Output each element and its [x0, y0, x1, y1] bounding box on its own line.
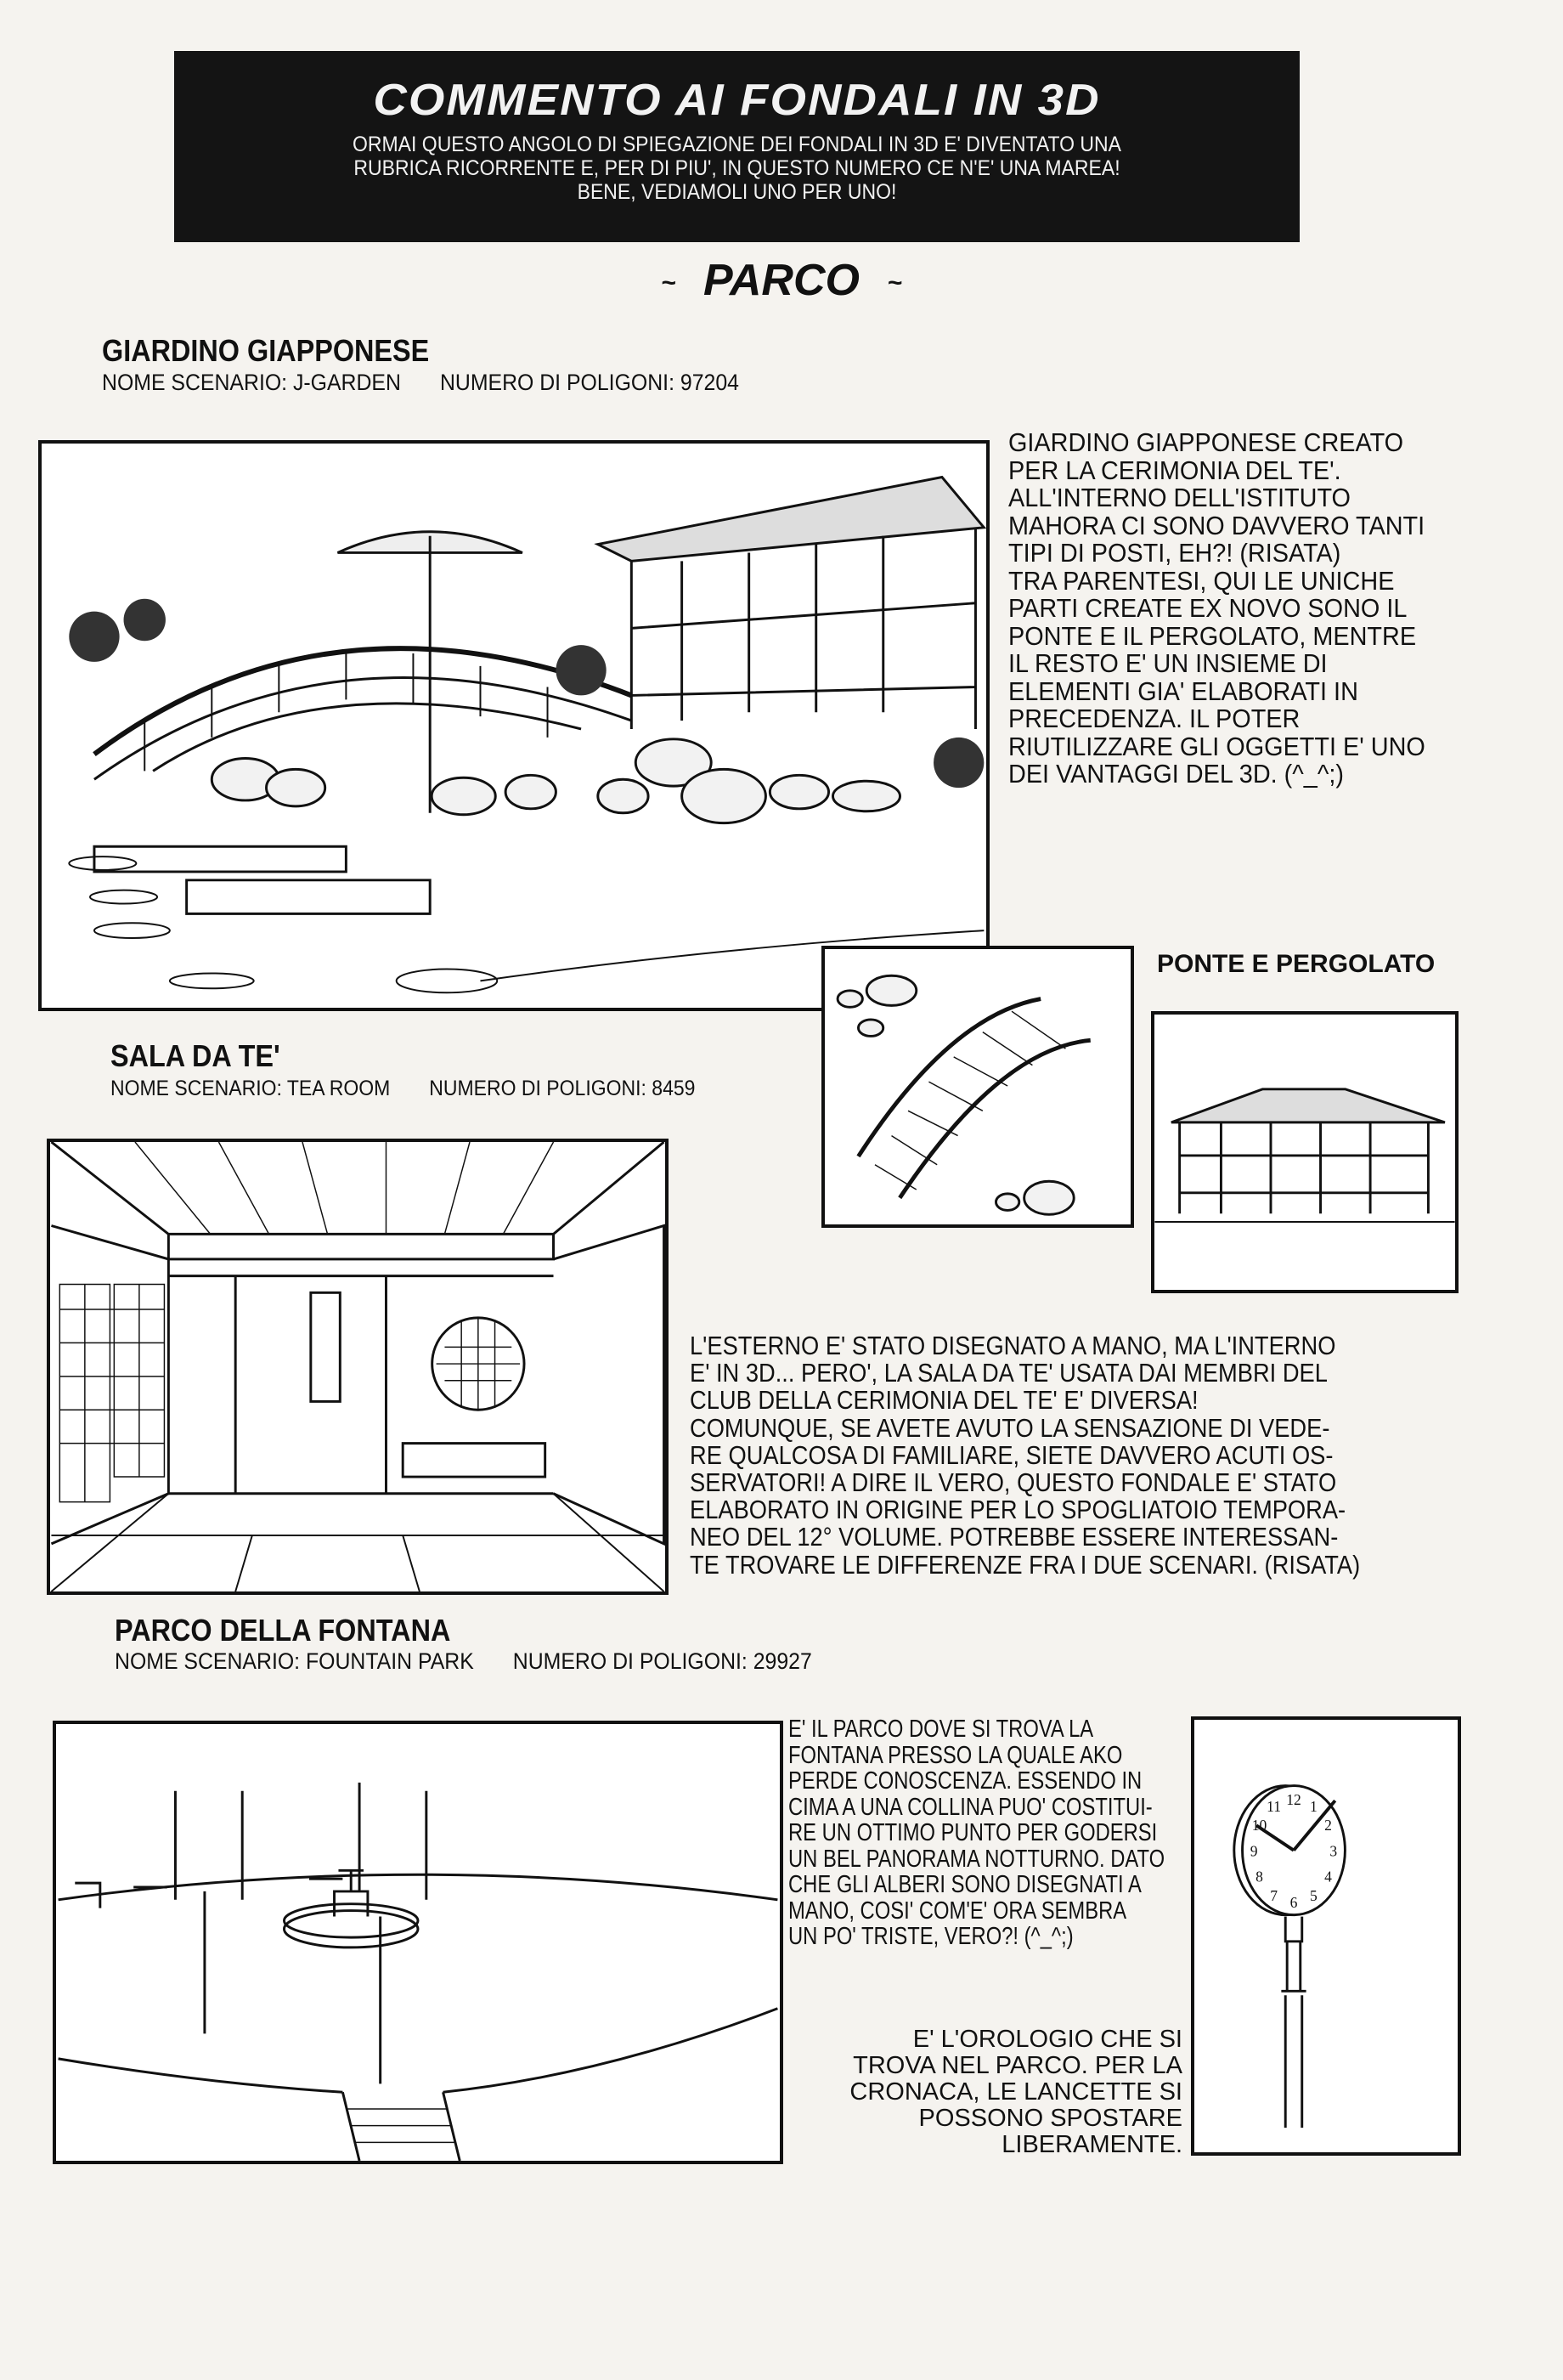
scene-title: PARCO DELLA FONTANA	[115, 1613, 451, 1648]
garden-comment: GIARDINO GIAPPONESE CREATO PER LA CERIMO…	[1008, 427, 1425, 789]
clock-numeral: 6	[1290, 1894, 1298, 1911]
clock-numeral: 12	[1286, 1791, 1301, 1808]
section-title-text: PARCO	[703, 256, 860, 305]
clock-numeral: 4	[1324, 1868, 1332, 1885]
clock-numeral: 9	[1250, 1842, 1258, 1859]
garden-illustration	[38, 440, 990, 1011]
intro-text: ORMAI QUESTO ANGOLO DI SPIEGAZIONE DEI F…	[353, 133, 1121, 204]
clock-numeral: 11	[1267, 1798, 1281, 1815]
clock-numeral: 7	[1270, 1887, 1278, 1904]
clock-numeral: 10	[1252, 1817, 1267, 1834]
scene-title: GIARDINO GIAPPONESE	[102, 333, 430, 368]
fountain-park-comment: E' IL PARCO DOVE SI TROVA LA FONTANA PRE…	[788, 1716, 1165, 1950]
clock-numeral: 2	[1324, 1817, 1332, 1834]
inset-caption: PONTE E PERGOLATO	[1157, 950, 1436, 978]
scene-title: SALA DA TE'	[110, 1038, 280, 1073]
clock-numeral: 1	[1310, 1798, 1318, 1815]
tea-room-comment: L'ESTERNO E' STATO DISEGNATO A MANO, MA …	[690, 1331, 1361, 1580]
fountain-park-illustration	[53, 1721, 783, 2164]
bridge-illustration	[821, 946, 1134, 1228]
clock-numeral: 5	[1310, 1887, 1318, 1904]
section-title: ~ PARCO ~	[661, 256, 902, 305]
tea-room-illustration	[47, 1139, 669, 1595]
pergola-illustration	[1151, 1011, 1459, 1293]
clock-numeral: 3	[1329, 1842, 1337, 1859]
clock-numeral: 8	[1255, 1868, 1263, 1885]
clock-comment: E' L'OROLOGIO CHE SI TROVA NEL PARCO. PE…	[849, 2026, 1182, 2158]
page-title: COMMENTO AI FONDALI IN 3D	[373, 76, 1101, 125]
header-banner: COMMENTO AI FONDALI IN 3D ORMAI QUESTO A…	[174, 51, 1300, 242]
